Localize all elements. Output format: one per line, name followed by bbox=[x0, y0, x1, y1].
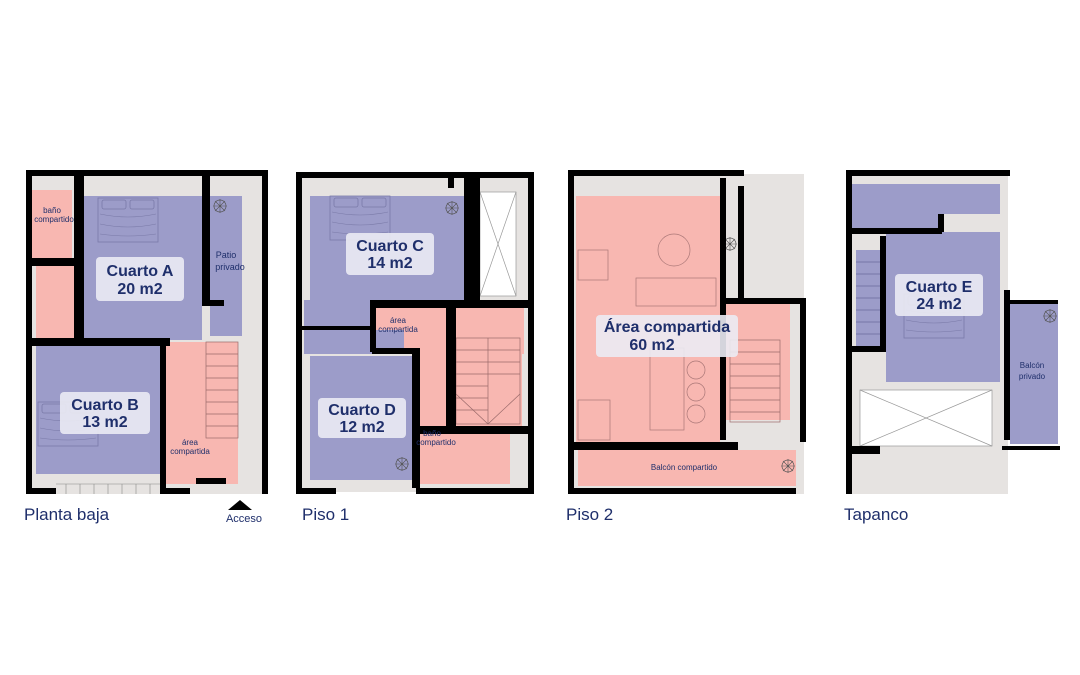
label-shared-1: área bbox=[182, 438, 199, 447]
room-area-cuarto-a: 20 m2 bbox=[117, 281, 162, 298]
void-opening bbox=[859, 389, 993, 447]
room-bath-shared bbox=[418, 432, 510, 484]
room-name-cuarto-c: Cuarto C bbox=[356, 238, 424, 255]
room-stair-shared bbox=[418, 340, 522, 426]
room-balcon-compartido bbox=[578, 450, 796, 486]
floor-plan-tapanco: Cuarto E 24 m2 Balcón privado Tapanco bbox=[844, 170, 1060, 524]
room-balcon-privado bbox=[1010, 304, 1058, 444]
label-bg-cuarto-c bbox=[346, 233, 434, 275]
floor-plan-piso-1: Cuarto C 14 m2 Cuarto D 12 m2 área compa… bbox=[296, 172, 534, 524]
room-name-cuarto-b: Cuarto B bbox=[71, 397, 139, 414]
label-bath-1: baño bbox=[423, 429, 441, 438]
label-bath-1: baño bbox=[43, 206, 61, 215]
label-balcony-1: Balcón bbox=[1020, 361, 1044, 370]
walls bbox=[296, 172, 534, 494]
label-patio-1: Patio bbox=[216, 250, 237, 260]
room-area-area-compartida: 60 m2 bbox=[629, 337, 674, 354]
room-small-shared bbox=[36, 266, 78, 340]
room-area-cuarto-e: 24 m2 bbox=[916, 296, 961, 313]
room-area-cuarto-b: 13 m2 bbox=[82, 414, 127, 431]
plant-icon bbox=[394, 456, 410, 472]
label-bath-2: compartido bbox=[416, 438, 456, 447]
floor-name-piso-2: Piso 2 bbox=[566, 505, 613, 524]
room-bath-shared bbox=[32, 190, 72, 258]
room-area-compartida bbox=[166, 342, 238, 484]
plant-icon bbox=[1042, 308, 1058, 324]
room-name-cuarto-e: Cuarto E bbox=[906, 279, 973, 296]
access-label: Acceso bbox=[226, 513, 262, 525]
bottom-grate bbox=[56, 483, 160, 494]
label-bg-cuarto-d bbox=[318, 398, 406, 438]
room-area-cuarto-c: 14 m2 bbox=[367, 255, 412, 272]
label-bg-cuarto-b bbox=[60, 392, 150, 434]
label-shared-1: área bbox=[390, 316, 407, 325]
plant-icon bbox=[780, 458, 796, 474]
room-patio-privado bbox=[210, 196, 242, 336]
label-shared-2: compartida bbox=[170, 447, 210, 456]
room-name-area-compartida: Área compartida bbox=[604, 317, 730, 336]
room-closet bbox=[304, 300, 370, 326]
floor-name-piso-1: Piso 1 bbox=[302, 505, 349, 524]
stairs bbox=[856, 261, 884, 335]
stairs bbox=[205, 341, 239, 439]
room-name-cuarto-d: Cuarto D bbox=[328, 402, 396, 419]
floor-plan-planta-baja: Cuarto A 20 m2 Cuarto B 13 m2 baño compa… bbox=[24, 170, 268, 525]
room-area-cuarto-d: 12 m2 bbox=[339, 419, 384, 436]
plant-icon bbox=[212, 198, 228, 214]
walls bbox=[846, 170, 1060, 494]
floor-name-planta-baja: Planta baja bbox=[24, 505, 110, 524]
stairs bbox=[729, 339, 781, 423]
label-patio-2: privado bbox=[215, 262, 245, 272]
label-bg-cuarto-a bbox=[96, 257, 184, 301]
label-bg-cuarto-e bbox=[895, 274, 983, 316]
label-shared-2: compartida bbox=[378, 325, 418, 334]
label-balcon-compartido: Balcón compartido bbox=[651, 463, 718, 472]
plant-icon bbox=[444, 200, 460, 216]
room-bath bbox=[852, 184, 944, 228]
label-balcony-2: privado bbox=[1019, 372, 1046, 381]
floor-plan-piso-2: Área compartida 60 m2 Balcón compartido … bbox=[566, 170, 806, 524]
access-arrow-icon bbox=[228, 500, 252, 510]
room-name-cuarto-a: Cuarto A bbox=[107, 263, 174, 280]
walls bbox=[568, 170, 806, 494]
label-bath-2: compartido bbox=[34, 215, 74, 224]
walls bbox=[26, 170, 268, 494]
label-bg-area-compartida bbox=[596, 315, 738, 357]
floor-name-tapanco: Tapanco bbox=[844, 505, 908, 524]
room-bath-2 bbox=[944, 184, 1000, 214]
void-opening bbox=[479, 191, 517, 297]
